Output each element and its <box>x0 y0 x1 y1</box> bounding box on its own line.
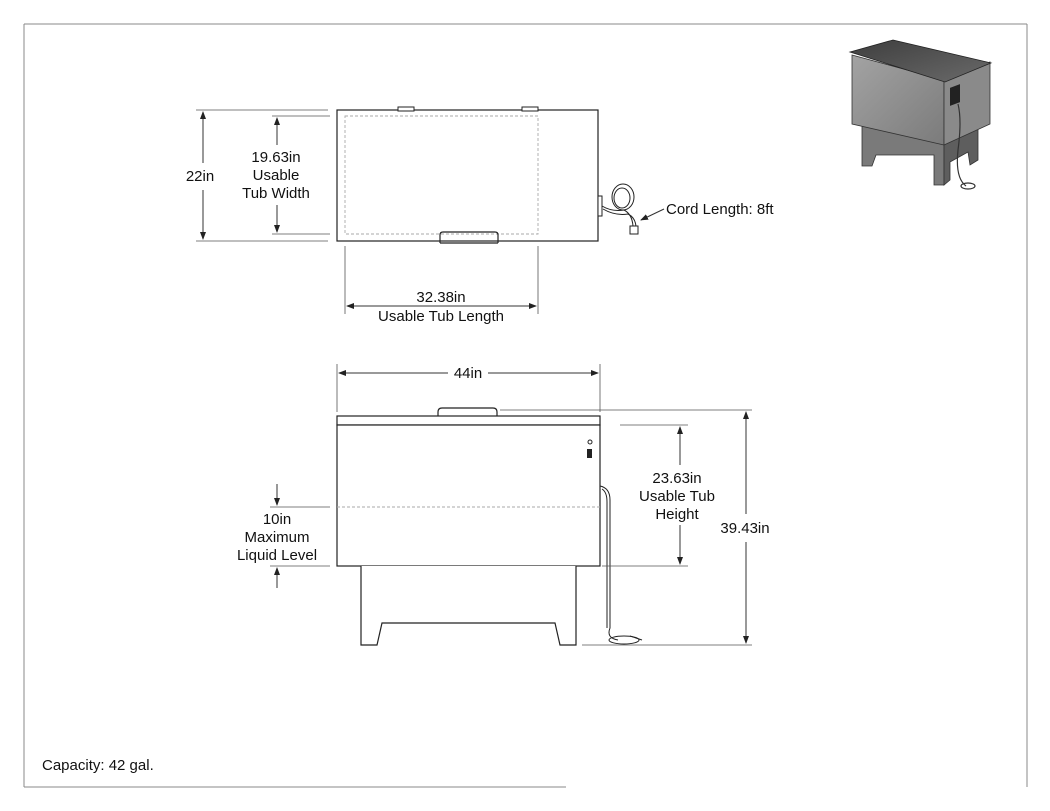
front-control-box <box>587 449 592 458</box>
dim-liquid-label-2: Liquid Level <box>237 547 317 564</box>
hinge-left <box>397 106 415 112</box>
top-view-tub-outline <box>344 115 539 235</box>
hinge-right <box>521 106 539 112</box>
power-cord-coil <box>601 183 639 235</box>
dim-liquid-value: 10in <box>263 511 291 528</box>
top-view: 22in 19.63in Usable Tub Width 32.38in Us… <box>186 106 774 325</box>
control-box <box>597 195 603 217</box>
dim-tub-width-label-2: Tub Width <box>242 185 310 202</box>
dim-tub-height-label-1: Usable Tub <box>639 488 715 505</box>
dim-tub-width-value: 19.63in <box>251 149 300 166</box>
dim-overall-height: 39.43in <box>720 520 769 537</box>
dim-tub-height-value: 23.63in <box>652 470 701 487</box>
isometric-render <box>848 39 993 190</box>
front-view-stand <box>360 566 577 646</box>
front-power-cord <box>599 485 643 645</box>
capacity-note: Capacity: 42 gal. <box>42 757 154 774</box>
lid-handle <box>439 231 499 243</box>
cord-length-label: Cord Length: 8ft <box>666 201 774 218</box>
dim-overall-length: 44in <box>454 365 482 382</box>
front-view-cabinet <box>336 424 601 567</box>
sheet-border <box>23 23 1028 788</box>
dim-tub-width-label-1: Usable <box>253 167 300 184</box>
dim-overall-width: 22in <box>186 168 214 185</box>
dim-tub-length-label: Usable Tub Length <box>378 308 504 325</box>
dim-tub-height-label-2: Height <box>655 506 699 523</box>
dim-tub-length-value: 32.38in <box>416 289 465 306</box>
top-view-lid-outline <box>336 109 599 242</box>
front-view-handle <box>437 407 498 416</box>
front-view-lid <box>336 415 601 426</box>
front-view: 44in 23.63in Usable Tub Height 39.43in 1… <box>237 364 770 646</box>
dim-liquid-label-1: Maximum <box>244 529 309 546</box>
